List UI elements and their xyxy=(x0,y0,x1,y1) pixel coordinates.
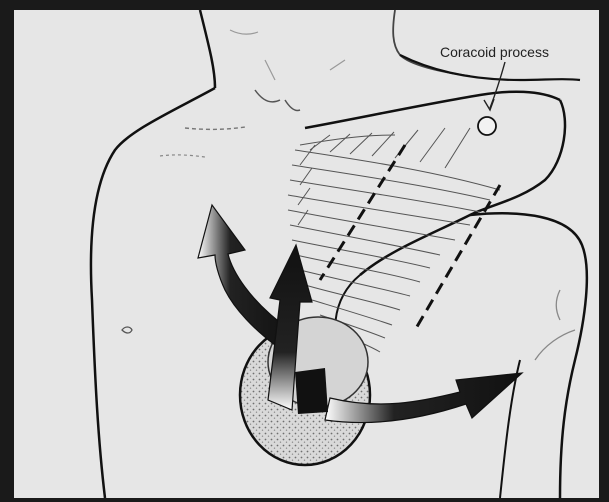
coracoid-marker xyxy=(478,117,496,135)
arrow-base xyxy=(295,368,328,414)
coracoid-label: Coracoid process xyxy=(440,44,549,60)
